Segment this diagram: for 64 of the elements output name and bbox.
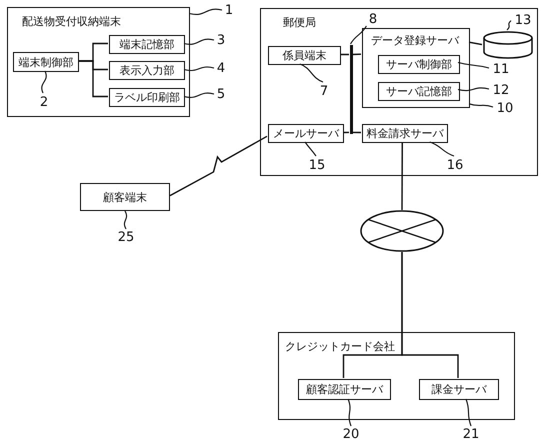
terminal-box: 顧客端末 <box>80 183 170 211</box>
reference-number: 7 <box>317 83 331 99</box>
connection-line <box>78 60 108 98</box>
connection-line <box>352 54 362 56</box>
leader-line <box>184 66 214 72</box>
unit-box: サーバ制御部 <box>378 55 460 74</box>
reference-number: 11 <box>490 61 512 77</box>
leader-line <box>124 210 128 230</box>
leader-line <box>468 103 494 108</box>
box-title: データ登録サーバ <box>371 33 459 48</box>
reference-number: 1 <box>222 2 236 18</box>
unit-box: 端末制御部 <box>13 52 79 72</box>
database-cylinder <box>483 31 533 59</box>
reference-number: 3 <box>214 32 228 48</box>
unit-box: ラベル印刷部 <box>109 88 185 107</box>
leader-line <box>465 398 472 426</box>
leader-line <box>304 142 316 156</box>
reference-number: 25 <box>115 229 137 245</box>
reference-number: 16 <box>444 157 466 173</box>
unit-box: 端末記憶部 <box>109 35 185 54</box>
leader-line <box>41 70 47 94</box>
connection-line <box>401 252 459 378</box>
leader-line <box>506 20 512 30</box>
connection-line <box>352 132 361 134</box>
box-title: クレジットカード会社 <box>285 339 395 354</box>
reference-number: 10 <box>494 100 516 116</box>
unit-box: サーバ記憶部 <box>378 82 460 101</box>
connection-line <box>343 132 349 134</box>
box-title: 配送物受付収納端末 <box>22 14 121 29</box>
connection-line <box>340 54 349 56</box>
server-frame <box>362 28 470 108</box>
post-office-frame <box>260 8 538 176</box>
reference-number: 8 <box>366 11 380 27</box>
connection-line <box>468 42 482 46</box>
terminal-frame <box>7 7 190 117</box>
leader-line <box>430 141 454 157</box>
leader-line <box>190 8 222 15</box>
terminal-box: 係員端末 <box>268 46 341 65</box>
unit-box: 表示入力部 <box>109 61 185 80</box>
leader-line <box>300 64 324 82</box>
reference-number: 15 <box>306 157 328 173</box>
reference-number: 4 <box>214 60 228 76</box>
reference-number: 12 <box>490 82 512 98</box>
network-symbol <box>360 210 444 252</box>
reference-number: 21 <box>460 426 482 442</box>
reference-number: 13 <box>512 12 534 28</box>
reference-number: 5 <box>214 86 228 102</box>
reference-number: 20 <box>340 426 362 442</box>
server-box: メールサーバ <box>268 124 344 143</box>
leader-line <box>184 92 214 98</box>
server-box: 顧客認証サーバ <box>298 379 391 400</box>
leader-line <box>458 87 490 92</box>
reference-number: 2 <box>37 94 51 110</box>
leader-line <box>350 26 367 44</box>
box-title: 郵便局 <box>283 15 316 30</box>
leader-line <box>348 398 352 426</box>
leader-line <box>184 38 214 45</box>
connection-line <box>401 142 403 210</box>
leader-line <box>458 62 490 69</box>
server-box: 課金サーバ <box>419 379 499 400</box>
bus-line <box>350 45 353 134</box>
server-box: 料金請求サーバ <box>362 124 448 143</box>
company-frame <box>278 332 515 420</box>
wireless-link-line <box>170 136 268 196</box>
